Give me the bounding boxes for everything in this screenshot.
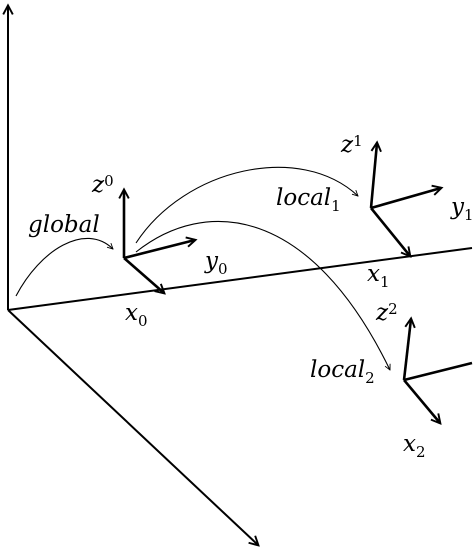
label-x1: x1 [367,261,390,291]
label-y1: y1 [450,194,474,224]
label-x2: x2 [403,431,426,461]
global-axis-horizontal [7,247,473,311]
diagram-labels: global local1 local2 z0 y0 x0 z1 y1 x1 z… [28,132,474,461]
global-axes [7,6,473,545]
frame-0-x-axis [123,257,164,293]
frame-2-y-axis [403,361,473,382]
label-y0: y0 [204,248,228,278]
frame-2-x-axis [403,379,440,423]
frame-1-y-axis [370,188,441,210]
label-x0: x0 [125,300,148,330]
label-local-2: local2 [310,357,375,387]
frame-2-z-axis [402,319,411,381]
arrow-frame-0-to-local-2 [135,220,390,370]
arrow-frame-0-to-local-1 [135,166,358,244]
label-z0: z0 [91,172,114,198]
frame-1-z-axis [369,143,377,209]
frame-0-y-axis [123,240,195,260]
arrow-global-to-frame-0 [15,237,113,297]
frame-1-x-axis [369,207,410,256]
label-z2: z2 [375,300,398,326]
transform-arrows [15,166,390,370]
label-local-1: local1 [276,185,341,215]
frame-2-axes [402,319,473,423]
frame-0-axes [124,190,195,293]
frame-1-axes [369,143,441,256]
label-z1: z1 [340,132,363,158]
label-global: global [28,212,100,238]
global-axis-diagonal [7,309,258,545]
